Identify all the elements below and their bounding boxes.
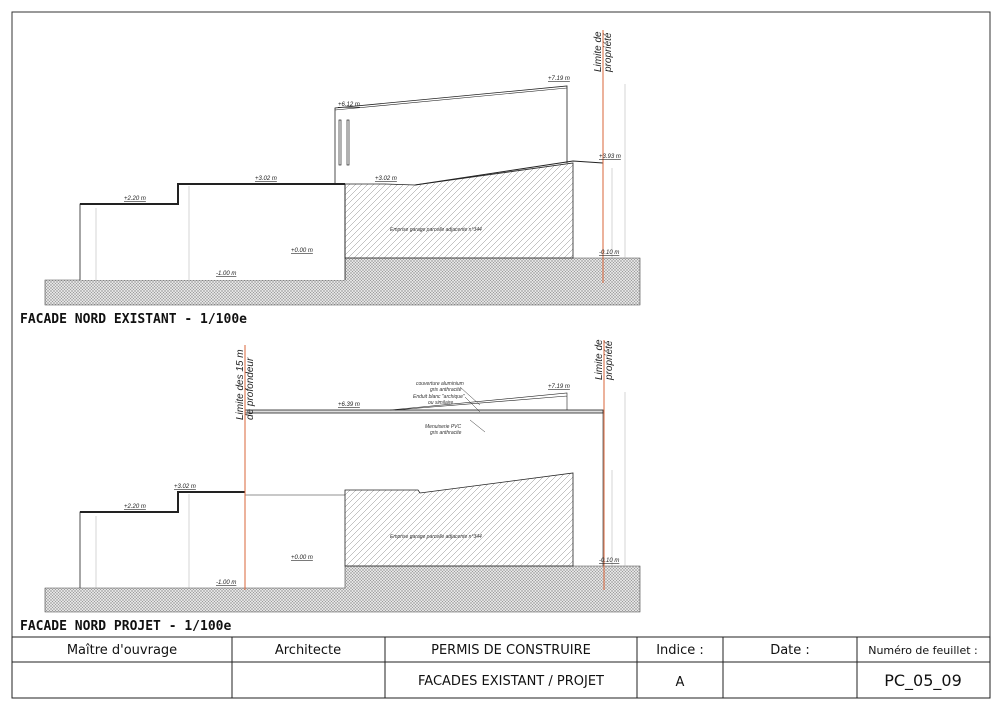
depth-limit-label: Limite des 15 mde profondeur [235, 349, 256, 420]
level-label: +6.12 m [338, 102, 360, 108]
level-label: +0.00 m [291, 248, 313, 254]
garage-note: Emprise garage parcelle adjacente n°344 [390, 534, 482, 540]
garage-note: Emprise garage parcelle adjacente n°344 [390, 227, 482, 233]
level-label: +3.02 m [174, 484, 196, 490]
architect-label: Architecte [275, 643, 341, 658]
existing-low-building [79, 491, 245, 588]
level-label: +6.39 m [338, 402, 360, 408]
level-label: +3.93 m [599, 154, 621, 160]
level-label: -0.10 m [599, 250, 619, 256]
elevation-project: Limite des 15 mde profondeur Limite depr… [20, 339, 641, 634]
property-limit-label: Limite depropriété [594, 339, 615, 381]
level-label: +3.02 m [375, 176, 397, 182]
caption-existing: FACADE NORD EXISTANT - 1/100e [20, 312, 247, 327]
permit-title: PERMIS DE CONSTRUIRE [431, 643, 591, 658]
level-label: -1.00 m [216, 271, 236, 277]
level-label: -1.00 m [216, 580, 236, 586]
level-label: +7.19 m [548, 384, 570, 390]
owner-label: Maître d'ouvrage [67, 643, 177, 658]
title-block [11, 636, 991, 699]
date-label: Date : [770, 643, 810, 658]
project-building-roof [244, 409, 604, 414]
caption-project: FACADE NORD PROJET - 1/100e [20, 619, 231, 634]
level-label: -0.10 m [599, 558, 619, 564]
level-label: +3.02 m [255, 176, 277, 182]
ground [44, 565, 641, 613]
sheet-number-value: PC_05_09 [884, 671, 962, 691]
adjacent-garage [344, 472, 574, 567]
index-value: A [676, 675, 685, 690]
sheet-number-label: Numéro de feuillet : [868, 644, 978, 657]
level-label: +7.19 m [548, 76, 570, 82]
level-label: +2.20 m [124, 196, 146, 202]
existing-low-building [79, 183, 346, 280]
level-label: +0.00 m [291, 555, 313, 561]
level-label: +2.20 m [124, 504, 146, 510]
render-note: Enduit blanc "archique"ou similaire [413, 394, 465, 406]
sheet-subject: FACADES EXISTANT / PROJET [418, 674, 604, 689]
existing-tall-building [334, 85, 568, 184]
property-limit-label: Limite depropriété [593, 31, 614, 73]
elevation-existing: Limite depropriété +2.20 m +3.02 m +6.12… [20, 30, 641, 327]
index-label: Indice : [656, 643, 704, 658]
